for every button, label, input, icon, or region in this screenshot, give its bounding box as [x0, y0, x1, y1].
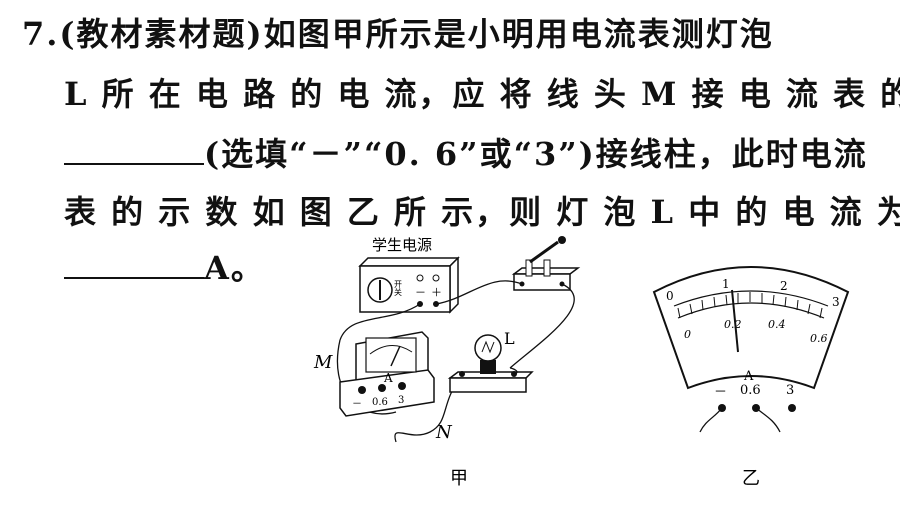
top-scale-1: 1 — [722, 277, 730, 291]
answer-blank-2[interactable] — [64, 249, 204, 279]
question-stem-3: (选填“－”“0. 6”或“3”)接线柱，此时电流 — [204, 135, 868, 173]
figure-jia-circuit: 学生电源 开关 － ＋ A － — [313, 236, 581, 489]
top-scale-2: 2 — [780, 279, 788, 293]
question-line-3: (选填“－”“0. 6”或“3”)接线柱，此时电流 — [64, 134, 868, 174]
knife-switch — [511, 236, 581, 291]
power-plus: ＋ — [431, 286, 442, 299]
dial-ticks — [677, 292, 823, 319]
question-line-4: 表 的 示 数 如 图 乙 所 示，则 灯 泡 L 中 的 电 流 为 — [64, 192, 900, 232]
caption-jia: 甲 — [450, 468, 468, 489]
switch-text: 开关 — [394, 280, 403, 297]
bottom-scale-0: 0 — [684, 328, 691, 341]
wire-n-label: N — [435, 422, 453, 443]
ammeter-jia-terminal-06: 0.6 — [372, 397, 388, 408]
top-scale-0: 0 — [666, 289, 674, 303]
wire-m-label: M — [313, 352, 333, 373]
bottom-scale-02: 0.2 — [724, 318, 742, 331]
dial-unit: A — [743, 369, 754, 384]
ammeter-jia-label: A — [383, 371, 393, 385]
ammeter-jia: A － 0.6 3 — [339, 331, 435, 417]
lamp-label: L — [504, 329, 515, 348]
question-line-5: A。 — [64, 248, 265, 288]
dial-terminal-06: 0.6 — [740, 383, 761, 398]
question-stem-1: (教材素材题)如图甲所示是小明用电流表测灯泡 — [59, 15, 774, 53]
power-supply: 学生电源 开关 － ＋ — [358, 236, 460, 314]
top-scale-3: 3 — [832, 295, 840, 309]
caption-yi: 乙 — [742, 468, 760, 489]
dial-terminal-3: 3 — [786, 383, 794, 398]
dial-terminal-minus: － — [714, 385, 727, 400]
question-number: 7. — [22, 15, 60, 53]
power-label: 学生电源 — [372, 236, 432, 254]
question-stem-4: 表 的 示 数 如 图 乙 所 示，则 灯 泡 L 中 的 电 流 为 — [64, 193, 900, 231]
ammeter-jia-terminal-minus: － — [352, 399, 362, 410]
ammeter-jia-terminal-3: 3 — [398, 395, 404, 406]
power-minus: － — [415, 286, 426, 299]
answer-blank-1[interactable] — [64, 135, 204, 165]
lamp-holder: L — [447, 329, 534, 393]
question-line-2: L 所 在 电 路 的 电 流，应 将 线 头 M 接 电 流 表 的 — [64, 74, 900, 114]
bottom-scale-04: 0.4 — [768, 318, 786, 331]
question-stem-2: L 所 在 电 路 的 电 流，应 将 线 头 M 接 电 流 表 的 — [64, 75, 900, 113]
figure-yi-dial: 0 1 2 3 0 0.2 0.4 0.6 A － 0.6 3 乙 — [652, 266, 850, 489]
dial-needle — [731, 289, 739, 353]
question-line-1: 7.(教材素材题)如图甲所示是小明用电流表测灯泡 — [22, 14, 774, 54]
bottom-scale-06: 0.6 — [810, 332, 828, 345]
question-stem-5: A。 — [204, 249, 265, 287]
